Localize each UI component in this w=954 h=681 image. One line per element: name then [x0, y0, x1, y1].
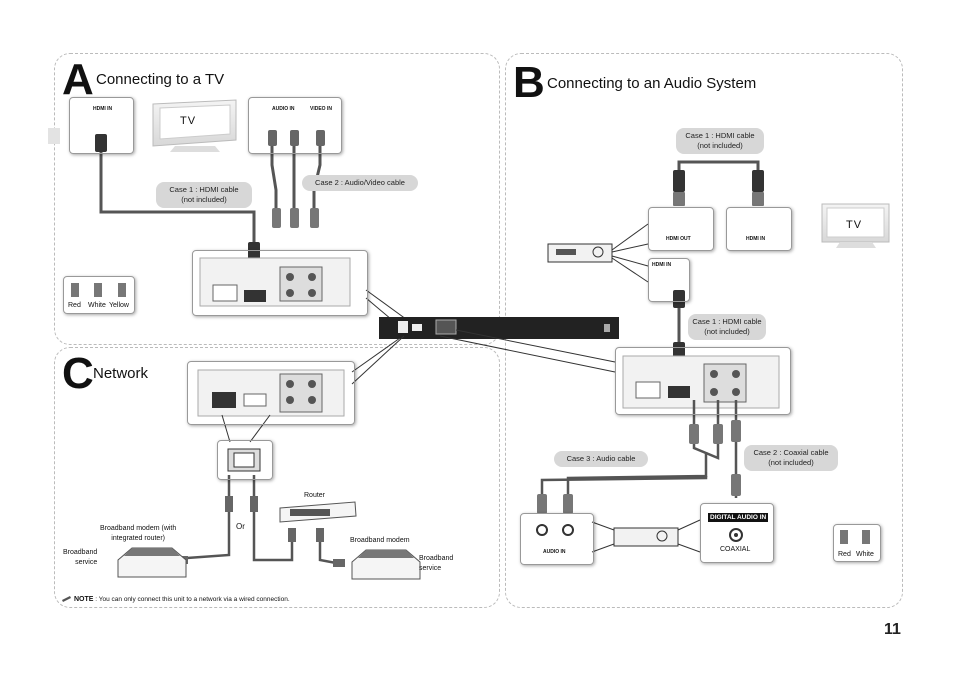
- a-case1-line1: Case 1 : HDMI cable: [169, 185, 239, 194]
- b-case2-line2: (not included): [768, 458, 814, 467]
- b-case1b-line1: Case 1 : HDMI cable: [692, 317, 762, 326]
- b-legend-red: Red: [838, 551, 851, 558]
- tv-a-hdmi-in-panel: [69, 97, 134, 154]
- a-case2-av-pill: Case 2 : Audio/Video cable: [302, 175, 418, 191]
- b-tv-hdmi-in-label: HDMI IN: [746, 236, 766, 242]
- c-service-right-line1: Broadband: [419, 555, 454, 562]
- b-case1-line2: (not included): [697, 141, 743, 150]
- b-digital-audio-in-label: DIGITAL AUDIO IN: [708, 513, 769, 522]
- section-b-title: Connecting to an Audio System: [547, 75, 757, 92]
- a-player-rear-panel: [192, 250, 368, 316]
- c-player-rear-panel: [187, 361, 355, 425]
- b-receiver-hdmi-out-panel: [648, 207, 714, 251]
- c-service-right-line2: service: [419, 565, 442, 572]
- section-c-title: Network: [93, 365, 149, 382]
- b-coaxial-label: COAXIAL: [720, 546, 751, 553]
- c-broadband-modem-label: Broadband modem: [350, 537, 410, 544]
- b-audio-in-label: AUDIO IN: [543, 549, 566, 555]
- a-legend-red: Red: [68, 302, 81, 309]
- b-legend-white: White: [856, 551, 874, 558]
- section-c-letter: C: [62, 349, 94, 398]
- page-number: 11: [884, 621, 901, 638]
- a-case2-line: Case 2 : Audio/Video cable: [315, 178, 405, 187]
- a-case1-hdmi-pill: Case 1 : HDMI cable (not included): [156, 182, 252, 208]
- c-modem-integrated-line1: Broadband modem (with: [100, 525, 177, 532]
- a-legend-white: White: [88, 302, 106, 309]
- b-digital-audio-in-panel: [700, 503, 774, 563]
- tv-a-video-in-label: VIDEO IN: [310, 106, 332, 112]
- section-a-letter: A: [62, 55, 94, 104]
- b-audio-in-panel: [520, 513, 594, 565]
- b-case3-line: Case 3 : Audio cable: [566, 454, 636, 463]
- a-case1-line2: (not included): [181, 195, 227, 204]
- b-case1-hdmi-pill-top: Case 1 : HDMI cable (not included): [676, 128, 764, 154]
- tv-a-graphic: [48, 99, 237, 152]
- tv-a-audio-in-label: AUDIO IN: [272, 106, 295, 112]
- b-case1-hdmi-pill-mid: Case 1 : HDMI cable (not included): [688, 314, 766, 340]
- section-b-letter: B: [513, 58, 545, 107]
- c-service-left-label: Broadband service: [63, 548, 97, 568]
- b-case1-line1: Case 1 : HDMI cable: [685, 131, 755, 140]
- c-note-text: : You can only connect this unit to a ne…: [93, 596, 290, 603]
- b-cable-color-legend: [833, 524, 881, 562]
- tv-a-label: TV: [180, 115, 197, 127]
- c-note-label: NOTE: [74, 596, 94, 603]
- b-case3-audio-pill: Case 3 : Audio cable: [554, 451, 648, 467]
- c-router-label: Router: [304, 492, 326, 499]
- note-pencil-icon: [62, 596, 71, 602]
- c-note: NOTE : You can only connect this unit to…: [74, 596, 290, 603]
- a-legend-yellow: Yellow: [109, 302, 129, 309]
- tv-a-av-in-panel: [248, 97, 342, 154]
- section-a-title: Connecting to a TV: [96, 71, 225, 88]
- b-receiver-hdmi-in-panel: [648, 258, 690, 302]
- b-tv-hdmi-in-panel: [726, 207, 792, 251]
- b-case2-coaxial-pill: Case 2 : Coaxial cable (not included): [744, 445, 838, 471]
- b-tv-label: TV: [846, 219, 863, 231]
- c-or-label: Or: [236, 522, 245, 531]
- b-receiver-hdmi-in-label: HDMI IN: [652, 262, 672, 268]
- tv-a-hdmi-in-label: HDMI IN: [93, 106, 113, 112]
- c-service-right-label: Broadband service: [419, 554, 453, 574]
- c-modem-integrated-label: Broadband modem (with integrated router): [100, 524, 176, 544]
- c-service-left-line1: Broadband: [63, 549, 98, 556]
- b-case1b-line2: (not included): [704, 327, 750, 336]
- b-player-rear-panel: [615, 347, 791, 415]
- section-c-frame: [54, 347, 500, 608]
- c-modem-integrated-line2: integrated router): [111, 535, 165, 542]
- a-cable-color-legend: [63, 276, 135, 314]
- b-hdmi-out-label: HDMI OUT: [666, 236, 691, 242]
- section-a-frame: [54, 53, 500, 345]
- c-service-left-line2: service: [75, 559, 98, 566]
- c-lan-jack-zoom: [217, 440, 273, 480]
- b-case2-line1: Case 2 : Coaxial cable: [753, 448, 829, 457]
